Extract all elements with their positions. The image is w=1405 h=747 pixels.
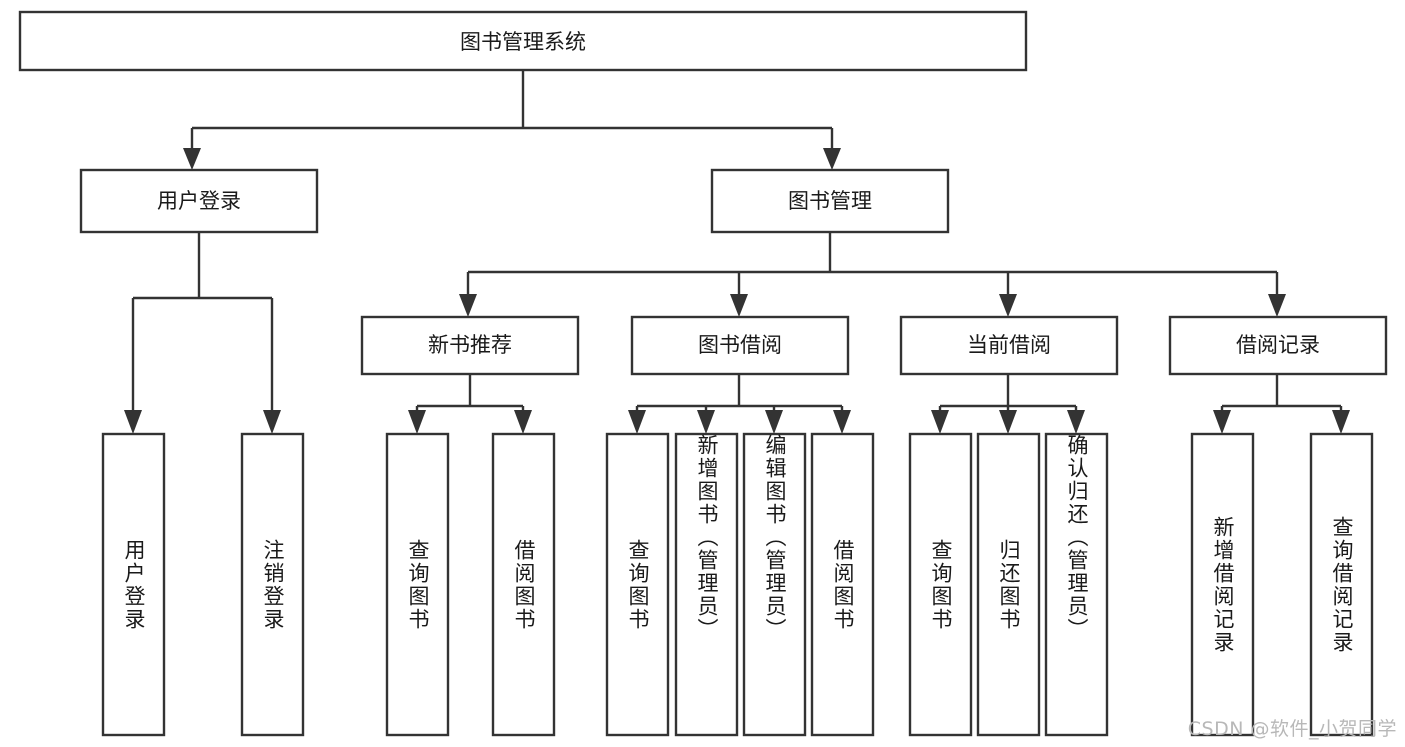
node-borrow-record[interactable]: 借阅记录 (1168, 315, 1388, 376)
node-user-login-label: 用户登录 (157, 189, 241, 213)
leaf-boxes (101, 432, 1374, 737)
arrow-head-icon (1213, 410, 1231, 434)
connector-booklogin-to-leaves (124, 232, 281, 434)
arrow-head-icon (823, 148, 841, 170)
node-root[interactable]: 图书管理系统 (18, 10, 1028, 72)
node-leaf-confirm-return-box[interactable] (1044, 432, 1109, 737)
arrow-head-icon (459, 294, 477, 317)
node-leaf-add-book-box[interactable] (674, 432, 739, 737)
node-leaf-query-record-box[interactable] (1309, 432, 1374, 737)
node-book-borrow[interactable]: 图书借阅 (630, 315, 850, 376)
node-leaf-logout-box[interactable] (240, 432, 305, 737)
arrow-head-icon (1268, 294, 1286, 317)
node-root-label: 图书管理系统 (460, 30, 586, 54)
watermark: CSDN @软件_小贺同学 (1187, 718, 1397, 740)
arrow-head-icon (765, 410, 783, 434)
node-leaf-borrow-book-2-box[interactable] (810, 432, 875, 737)
arrow-head-icon (408, 410, 426, 434)
node-leaf-add-record-box[interactable] (1190, 432, 1255, 737)
arrow-head-icon (999, 294, 1017, 317)
arrow-head-icon (697, 410, 715, 434)
arrow-head-icon (124, 410, 142, 434)
node-leaf-query-book-2-box[interactable] (605, 432, 670, 737)
arrow-head-icon (833, 410, 851, 434)
node-current-borrow[interactable]: 当前借阅 (899, 315, 1119, 376)
node-borrow-record-label: 借阅记录 (1236, 333, 1320, 357)
node-borrow-record-box[interactable] (1168, 315, 1388, 376)
node-leaf-edit-book-box[interactable] (742, 432, 807, 737)
connector-newbook-to-leaves (408, 374, 532, 434)
node-current-borrow-box[interactable] (899, 315, 1119, 376)
connector-bookmanage-to-level3 (459, 232, 1286, 317)
arrow-head-icon (999, 410, 1017, 434)
node-leaf-query-book-3-box[interactable] (908, 432, 973, 737)
connector-currentborrow-to-leaves (931, 374, 1085, 434)
node-user-login[interactable]: 用户登录 (79, 168, 319, 234)
arrow-head-icon (931, 410, 949, 434)
arrow-head-icon (514, 410, 532, 434)
node-book-manage-label: 图书管理 (788, 189, 872, 213)
node-book-borrow-label: 图书借阅 (698, 333, 782, 357)
node-leaf-user-login-box[interactable] (101, 432, 166, 737)
arrow-head-icon (730, 294, 748, 317)
node-current-borrow-label: 当前借阅 (967, 333, 1051, 357)
node-new-book-rec-label: 新书推荐 (428, 333, 512, 357)
node-user-login-box[interactable] (79, 168, 319, 234)
arrow-head-icon (628, 410, 646, 434)
node-book-manage-box[interactable] (710, 168, 950, 234)
node-root-box[interactable] (18, 10, 1028, 72)
arrow-head-icon (1332, 410, 1350, 434)
connector-bookborrow-to-leaves (628, 374, 851, 434)
arrow-head-icon (183, 148, 201, 170)
connector-root-to-level2 (183, 70, 841, 170)
node-leaf-borrow-book-1-box[interactable] (491, 432, 556, 737)
arrow-head-icon (1067, 410, 1085, 434)
node-new-book-rec[interactable]: 新书推荐 (360, 315, 580, 376)
node-book-borrow-box[interactable] (630, 315, 850, 376)
node-leaf-return-book-box[interactable] (976, 432, 1041, 737)
arrow-head-icon (263, 410, 281, 434)
connector-borrowrecord-to-leaves (1213, 374, 1350, 434)
node-new-book-rec-box[interactable] (360, 315, 580, 376)
node-book-manage[interactable]: 图书管理 (710, 168, 950, 234)
node-leaf-query-book-1-box[interactable] (385, 432, 450, 737)
